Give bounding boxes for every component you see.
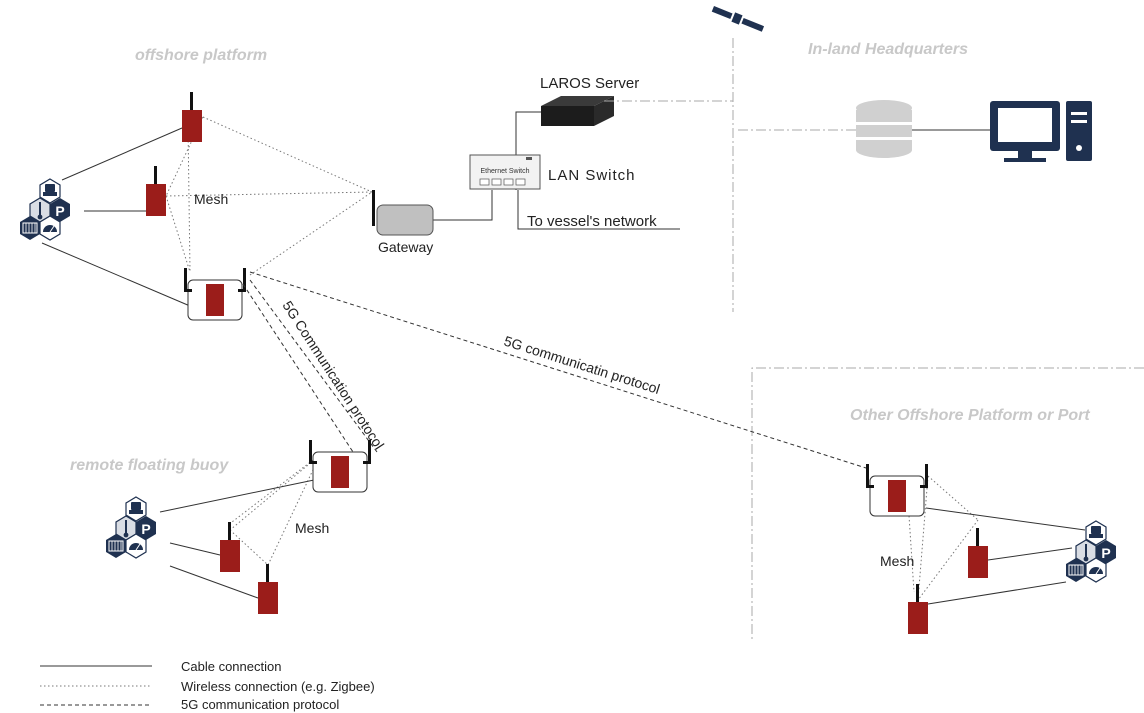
other-platform-boundary: [751, 367, 1144, 640]
lan-switch-device: Ethernet Switch: [469, 154, 541, 190]
offshore-sensor-node-1: [182, 92, 202, 142]
offshore-sensor-cluster: [19, 178, 71, 241]
buoy-sensor-node-2: [258, 564, 278, 614]
buoy-sensor-cluster: [105, 496, 157, 559]
other-sensor-node-1: [968, 528, 988, 578]
vessel-network-label: To vessel's network: [527, 213, 657, 230]
zone-title-offshore: offshore platform: [135, 47, 267, 64]
satellite-icon: [711, 6, 765, 32]
database-icon: [856, 100, 912, 158]
other-5g-node: [865, 463, 929, 517]
gateway-label: Gateway: [378, 239, 433, 255]
mesh-label-offshore: Mesh: [194, 191, 228, 207]
offshore-5g-node: [183, 267, 247, 321]
buoy-cable-links: [159, 479, 315, 599]
switch-plate-text: Ethernet Switch: [480, 168, 529, 175]
other-wireless-links: [907, 475, 979, 601]
zone-title-headquarters: In-land Headquarters: [808, 41, 968, 58]
legend-cable-label: Cable connection: [181, 659, 281, 674]
other-sensor-cluster: [1065, 520, 1117, 583]
mesh-label-buoy: Mesh: [295, 520, 329, 536]
computer-icon: [990, 101, 1092, 162]
legend: Cable connection Wireless connection (e.…: [40, 659, 375, 712]
5g-link-to-buoy-2: [242, 283, 356, 456]
legend-wireless-label: Wireless connection (e.g. Zigbee): [181, 679, 375, 694]
other-cable-links: [925, 507, 1086, 605]
5g-label-buoy: 5G Communication protocol: [279, 298, 387, 452]
5g-link-to-other-platform: [249, 271, 867, 469]
buoy-wireless-links: [229, 454, 321, 566]
5g-link-to-buoy: [249, 279, 378, 453]
lan-switch-label: LAN Switch: [548, 167, 636, 184]
offshore-cable-links: [41, 111, 680, 307]
zone-title-buoy: remote floating buoy: [70, 457, 229, 474]
laros-server-label: LAROS Server: [540, 75, 639, 92]
buoy-sensor-node-1: [220, 522, 240, 572]
zone-title-other-platform: Other Offshore Platform or Port: [850, 407, 1090, 424]
legend-5g-label: 5G communication protocol: [181, 697, 339, 712]
mesh-label-other: Mesh: [880, 553, 914, 569]
5g-label-other: 5G communicatin protocol: [502, 333, 662, 397]
gateway-device: [372, 190, 434, 236]
offshore-wireless-links: [165, 116, 373, 276]
laros-server-device: [541, 96, 614, 126]
offshore-sensor-node-2: [146, 166, 166, 216]
buoy-5g-node: [308, 439, 372, 493]
